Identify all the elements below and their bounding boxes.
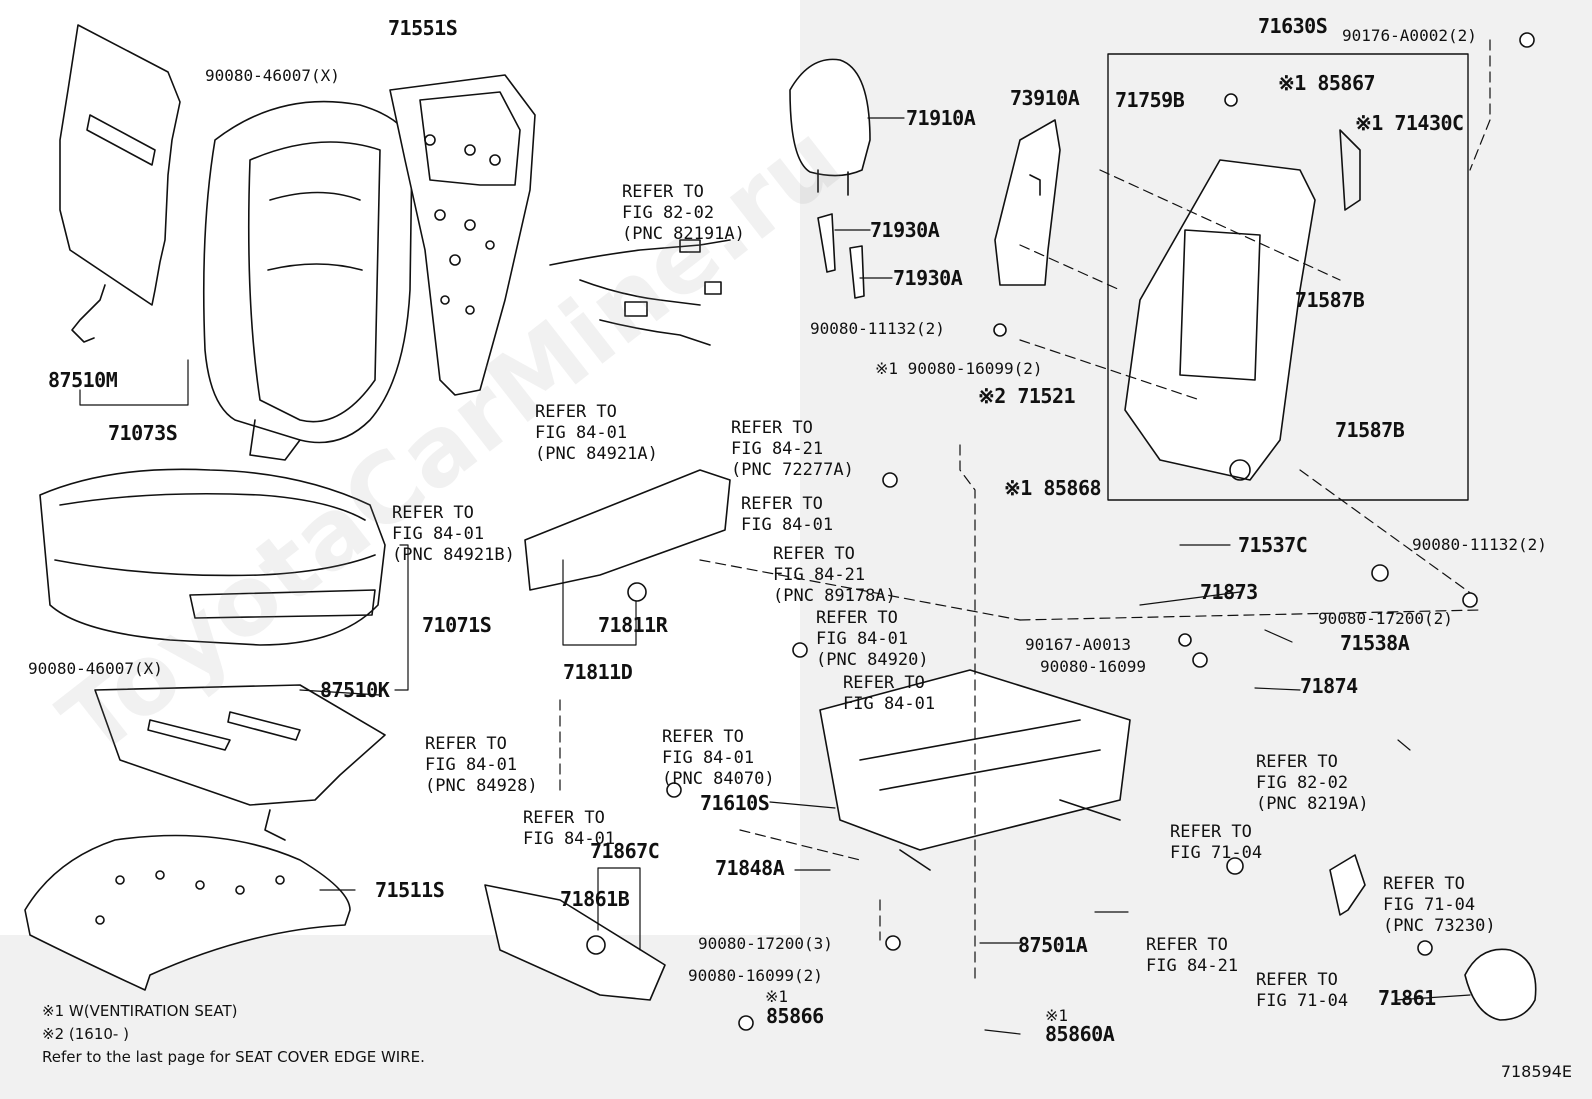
part-label[interactable]: 71073S (108, 421, 178, 445)
part-label[interactable]: ※1 90080-16099(2) (875, 359, 1043, 378)
part-label[interactable]: ※1 85867 (1278, 71, 1376, 95)
seatback-pad (389, 74, 536, 396)
seat-cover-cap (1464, 948, 1537, 1021)
part-label[interactable]: 90167-A0013 (1025, 635, 1131, 654)
gray-region-top-right (800, 0, 1592, 1099)
part-label[interactable]: 71910A (906, 106, 976, 130)
seat-cushion-cover (39, 468, 386, 646)
part-label[interactable]: 90080-11132(2) (1412, 535, 1547, 554)
part-label[interactable]: 71811D (563, 660, 633, 684)
part-label[interactable]: 71759B (1115, 88, 1185, 112)
part-label[interactable]: ※1 71430C (1355, 111, 1464, 135)
front-shield (484, 884, 666, 1001)
part-label[interactable]: 90080-46007(X) (28, 659, 163, 678)
part-label[interactable]: 90080-46007(X) (205, 66, 340, 85)
part-label[interactable]: 90080-16099 (1040, 657, 1146, 676)
seatback-cover (202, 100, 413, 461)
headrest-guides (817, 213, 865, 299)
part-label[interactable]: 71587B (1335, 418, 1405, 442)
part-label[interactable]: 90176-A0002(2) (1342, 26, 1477, 45)
part-label[interactable]: 71630S (1258, 14, 1328, 38)
part-label[interactable]: 71811R (598, 613, 668, 637)
part-label[interactable]: 71874 (1300, 674, 1358, 698)
part-label[interactable]: 71537C (1238, 533, 1308, 557)
part-label[interactable]: 71587B (1295, 288, 1365, 312)
part-label[interactable]: 71930A (893, 266, 963, 290)
part-label[interactable]: 87501A (1018, 933, 1088, 957)
part-label[interactable]: 85866 (766, 1004, 824, 1028)
seatback-heater-pad (59, 24, 181, 343)
part-label[interactable]: 71610S (700, 791, 770, 815)
part-label[interactable]: ※1 85868 (1004, 476, 1102, 500)
part-label[interactable]: 85860A (1045, 1022, 1115, 1046)
part-label[interactable]: ※2 71521 (978, 384, 1076, 408)
back-board (994, 119, 1061, 286)
part-label[interactable]: 90080-17200(2) (1318, 609, 1453, 628)
part-label[interactable]: 87510K (320, 678, 390, 702)
part-label[interactable]: 71861B (560, 887, 630, 911)
part-label[interactable]: 71930A (870, 218, 940, 242)
diagram-code: 718594E (1500, 1062, 1572, 1081)
fastener-parts (586, 32, 1535, 1031)
footnote-1: ※1 W(VENTIRATION SEAT) (42, 1002, 238, 1020)
part-label[interactable]: 71873 (1200, 580, 1258, 604)
seatback-frame (1124, 129, 1361, 481)
footnote-2: ※2 (1610- ) (42, 1025, 129, 1043)
dashed-guide-lines (559, 39, 1491, 981)
side-shield (524, 469, 731, 591)
part-label[interactable]: 71551S (388, 16, 458, 40)
seatback-frame-box (1107, 53, 1469, 501)
part-label-mark: ※1 (1045, 1006, 1069, 1025)
part-label[interactable]: 71071S (422, 613, 492, 637)
part-label[interactable]: 71867C (590, 839, 660, 863)
part-label[interactable]: 71511S (375, 878, 445, 902)
part-label[interactable]: 87510M (48, 368, 118, 392)
part-label-mark: ※1 (765, 987, 789, 1006)
part-label[interactable]: 71848A (715, 856, 785, 880)
leader-lines (79, 117, 1471, 1035)
part-label[interactable]: 71538A (1340, 631, 1410, 655)
part-label[interactable]: 73910A (1010, 86, 1080, 110)
part-label[interactable]: 90080-17200(3) (698, 934, 833, 953)
part-label[interactable]: 71861 (1378, 986, 1436, 1010)
part-label[interactable]: 90080-11132(2) (810, 319, 945, 338)
footnote-3: Refer to the last page for SEAT COVER ED… (42, 1048, 425, 1066)
wire-harness (549, 239, 731, 346)
seat-belt-buckle (1329, 854, 1366, 916)
seat-cushion-pad (24, 834, 351, 991)
headrest (789, 58, 871, 196)
part-label[interactable]: 90080-16099(2) (688, 966, 823, 985)
seat-cushion-heater (94, 684, 386, 841)
